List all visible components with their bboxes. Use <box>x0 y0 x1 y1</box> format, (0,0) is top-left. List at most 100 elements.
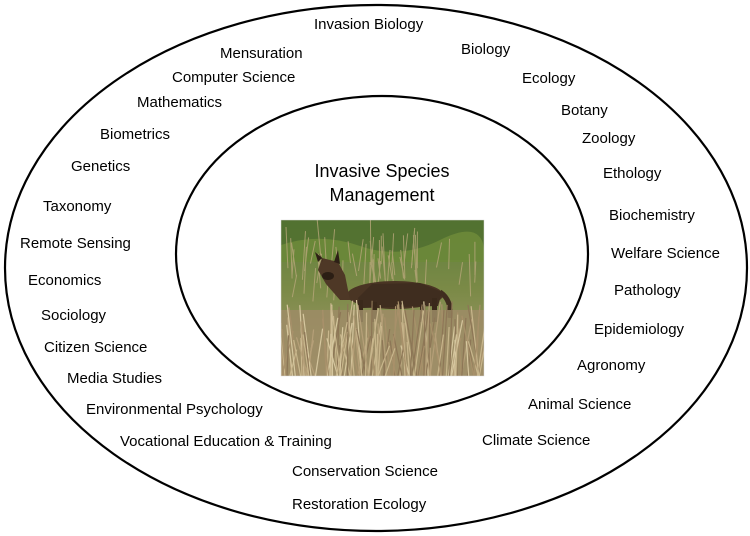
discipline-computer-science: Computer Science <box>172 69 295 86</box>
discipline-sociology: Sociology <box>41 307 107 324</box>
disciplines-ring: Invasion Biology Biology Ecology Botany … <box>20 16 720 513</box>
discipline-climate-science: Climate Science <box>482 432 590 449</box>
grass-blade <box>461 315 475 376</box>
grass-blade <box>377 345 391 376</box>
grass-blade <box>340 300 354 376</box>
grass-blade <box>369 220 372 266</box>
grass-blade <box>414 234 418 283</box>
grass-blade <box>445 326 450 376</box>
grass-blade <box>473 304 481 376</box>
grass-blade <box>458 262 463 285</box>
grass-blade <box>350 327 357 376</box>
discipline-economics: Economics <box>28 272 101 289</box>
grass-blade <box>411 304 423 376</box>
grass-blade <box>286 335 290 376</box>
grass-blade <box>404 310 418 376</box>
grass-blade <box>312 268 317 302</box>
grass-blade <box>384 348 396 376</box>
grass-blade <box>291 249 295 277</box>
discipline-zoology: Zoology <box>582 130 636 147</box>
grass-blade <box>355 329 363 376</box>
grass-blade <box>413 310 425 376</box>
grass-blade <box>425 317 436 376</box>
grass-blade <box>465 341 470 376</box>
discipline-pathology: Pathology <box>614 282 681 299</box>
grass-blade <box>391 233 395 264</box>
grass-blade <box>474 261 477 283</box>
grass-blade <box>322 309 327 376</box>
grass-blade <box>329 333 332 376</box>
grass-blade <box>347 312 355 376</box>
discipline-restoration-ecology: Restoration Ecology <box>292 496 427 513</box>
grass-blade <box>358 239 364 271</box>
grass-blade <box>410 227 416 269</box>
inner-ellipse <box>174 94 590 414</box>
grass-blade <box>281 338 285 376</box>
grass-blade <box>476 327 484 376</box>
center-title-line-1: Invasive Species <box>314 161 449 181</box>
grass-blade <box>411 306 425 376</box>
grass-blade <box>381 340 386 376</box>
discipline-animal-science: Animal Science <box>528 396 631 413</box>
discipline-media-studies: Media Studies <box>67 370 162 387</box>
grass-blade <box>437 334 444 376</box>
grass-blade <box>417 309 430 376</box>
discipline-genetics: Genetics <box>71 158 130 175</box>
grass-blade <box>368 339 376 376</box>
grass-blade <box>326 338 339 376</box>
grass-blade <box>377 260 382 285</box>
grass-blade <box>397 301 408 376</box>
grass-blade <box>302 334 310 376</box>
grass-blade <box>412 339 419 376</box>
grass-blade <box>461 317 467 376</box>
discipline-remote-sensing: Remote Sensing <box>20 235 131 252</box>
grass-blade <box>397 345 405 376</box>
grass-blade <box>467 341 479 376</box>
discipline-biochemistry: Biochemistry <box>609 207 695 224</box>
grass-blade <box>303 246 307 294</box>
photo-frame <box>280 219 485 377</box>
grass-blade <box>442 304 448 376</box>
discipline-ecology: Ecology <box>522 70 576 87</box>
grass-blade <box>353 315 361 376</box>
grass-blade <box>316 220 322 265</box>
grass-blade <box>331 304 334 376</box>
grass-blade <box>286 304 296 376</box>
grass-blade <box>424 302 430 376</box>
discipline-biology: Biology <box>461 41 511 58</box>
grass-blade <box>402 235 406 279</box>
grass-blade <box>304 332 311 376</box>
grass-blade <box>448 238 450 270</box>
discipline-ethology: Ethology <box>603 165 662 182</box>
grass-blade <box>285 226 289 269</box>
grass-blade <box>423 304 426 376</box>
grass-blade <box>335 321 348 376</box>
discipline-taxonomy: Taxonomy <box>43 198 112 215</box>
grass-blade <box>356 328 367 376</box>
outer-ellipse <box>3 3 749 533</box>
grass-blade <box>314 328 324 376</box>
grass-blade <box>281 328 287 376</box>
grass-blade <box>293 339 302 376</box>
grass-blade <box>351 253 358 277</box>
grass-blade <box>392 333 403 376</box>
grass-blade <box>291 274 298 298</box>
discipline-epidemiology: Epidemiology <box>594 321 685 338</box>
grass-blade <box>406 341 411 376</box>
grass-blade <box>387 255 393 279</box>
grass-blade <box>300 337 303 376</box>
grass-blade <box>370 300 373 376</box>
discipline-agronomy: Agronomy <box>577 357 646 374</box>
grass-blade <box>468 253 472 297</box>
discipline-mathematics: Mathematics <box>137 94 222 111</box>
grass-blade <box>455 314 459 376</box>
grass-blade <box>470 306 480 376</box>
grass-blade <box>449 301 453 376</box>
grass-blade <box>387 341 397 376</box>
grass-blade <box>377 325 383 376</box>
grass-blade <box>369 237 375 285</box>
wild-dog-in-grassland-photo <box>281 220 484 376</box>
discipline-conservation-science: Conservation Science <box>292 463 438 480</box>
grass-blade <box>302 313 312 376</box>
